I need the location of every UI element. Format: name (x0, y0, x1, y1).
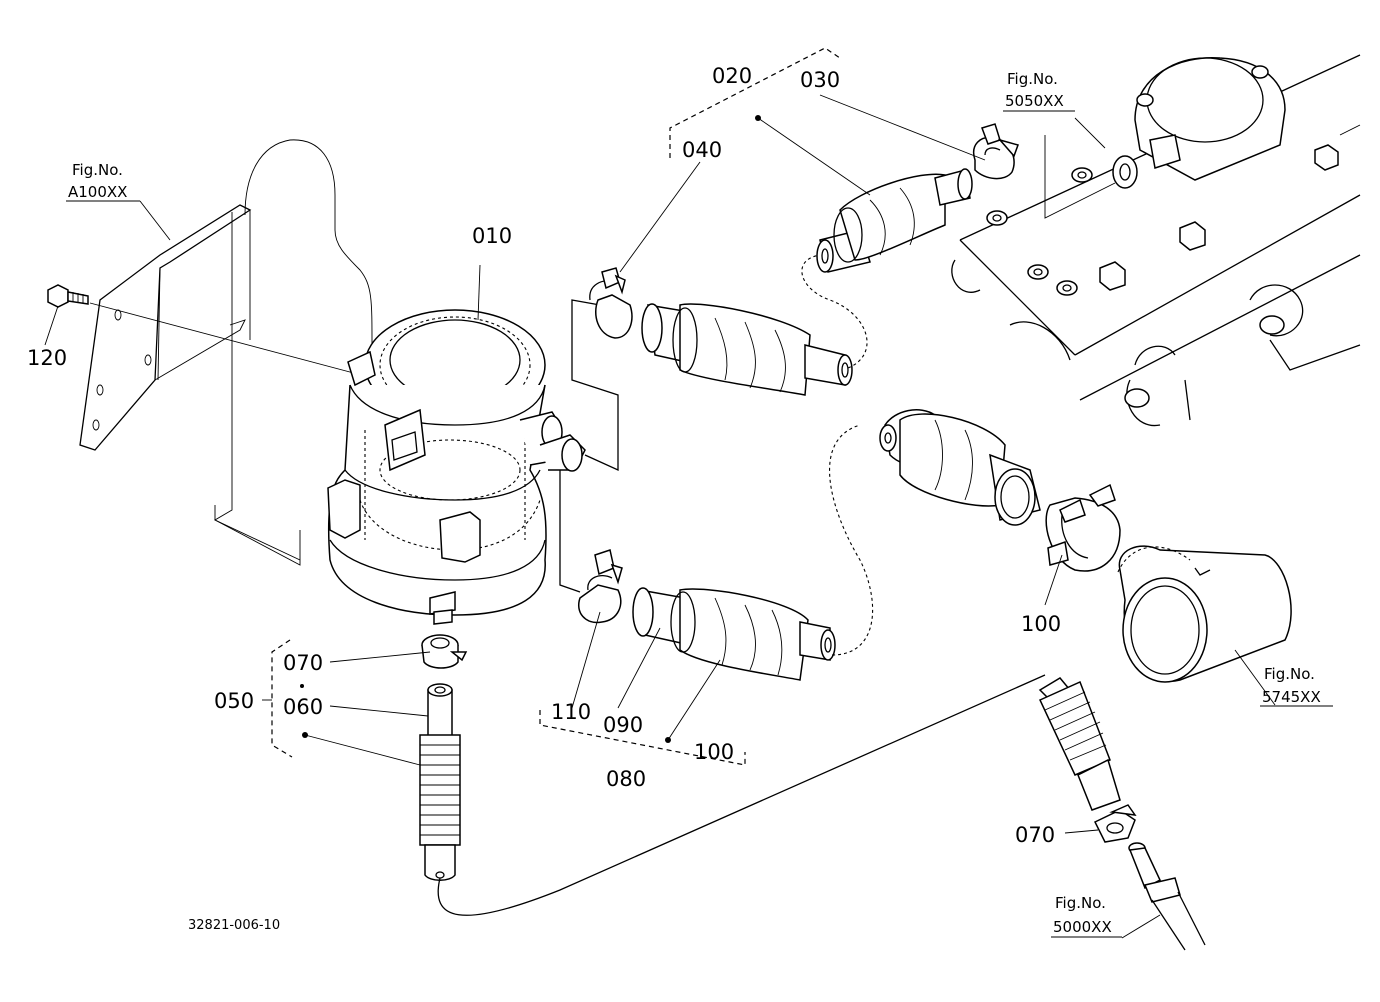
clamp-100 (1045, 483, 1121, 572)
figref-a100-code: A100XX (68, 183, 127, 201)
clamp-040 (589, 267, 633, 339)
leader-050-dot (304, 734, 421, 766)
label-030: 030 (800, 68, 840, 92)
label-040: 040 (682, 138, 722, 162)
leader-020 (757, 117, 871, 196)
figref-5050-code: 5050XX (1005, 92, 1064, 110)
drain-pipe-060 (427, 683, 453, 741)
mounting-bracket (79, 204, 301, 561)
label-060: 060 (283, 695, 323, 719)
leader-030 (819, 94, 986, 161)
leader-040 (619, 161, 701, 273)
label-070-right: 070 (1015, 823, 1055, 847)
figref-5000-label: Fig.No. (1055, 894, 1106, 912)
hose-upper-lower-segment (641, 303, 853, 396)
figref-5000-code: 5000XX (1053, 918, 1112, 936)
oil-separator-010 (327, 309, 586, 625)
leader-110 (571, 611, 601, 709)
bracket-050 (271, 639, 293, 758)
label-010: 010 (472, 224, 512, 248)
leader-090 (617, 627, 661, 709)
label-090: 090 (603, 713, 643, 737)
leader-5000 (1121, 914, 1161, 939)
hose-lower-segment-090 (632, 587, 836, 681)
drain-line-long (437, 674, 1046, 916)
label-110: 110 (551, 700, 591, 724)
label-100-lower: 100 (694, 740, 734, 764)
leader-100-right (1044, 554, 1063, 606)
figref-a100-label: Fig.No. (72, 161, 123, 179)
air-intake-tube (1117, 545, 1292, 683)
pipe-to-5000 (1128, 842, 1206, 951)
label-050: 050 (214, 689, 254, 713)
leader-dot-020 (755, 115, 761, 121)
breather-hose-corrugated (1038, 677, 1121, 811)
leader-lines (477, 264, 619, 593)
bracket-080 (539, 710, 746, 766)
head-cover (951, 54, 1361, 427)
hose-connector-dotted-lower (829, 424, 874, 656)
drain-hose-corrugated (419, 734, 461, 881)
hose-upper-right-segment (879, 409, 1041, 526)
bracket-020 (669, 47, 841, 158)
leader-5050 (1044, 117, 1116, 219)
leader-dot-050 (302, 732, 308, 738)
hose-upper-segment-030 (816, 168, 973, 273)
figref-5745-label: Fig.No. (1264, 665, 1315, 683)
clamp-030 (973, 123, 1019, 180)
panel-outline (214, 139, 373, 566)
leader-100-lower (667, 659, 721, 741)
label-070-left: 070 (283, 651, 323, 675)
leader-5745 (1234, 649, 1276, 706)
leader-070-left (329, 651, 431, 663)
leader-dot-070 (300, 684, 304, 688)
leader-120 (44, 305, 59, 346)
label-080: 080 (606, 767, 646, 791)
figref-a100-leader (139, 200, 171, 241)
label-120: 120 (27, 346, 67, 370)
hose-connector-dotted-upper (801, 254, 868, 369)
figref-5745-code: 5745XX (1262, 688, 1321, 706)
bolt-120 (47, 284, 381, 381)
clamp-070-lower-right (1093, 804, 1137, 843)
clamp-110 (578, 549, 623, 624)
leader-dot-100 (665, 737, 671, 743)
leader-060 (329, 705, 429, 717)
figref-5050-label: Fig.No. (1007, 70, 1058, 88)
leader-070-right (1064, 829, 1099, 834)
clamp-070-lower-left (421, 634, 468, 669)
document-number: 32821-006-10 (188, 918, 280, 933)
label-100-right: 100 (1021, 612, 1061, 636)
label-020: 020 (712, 64, 752, 88)
